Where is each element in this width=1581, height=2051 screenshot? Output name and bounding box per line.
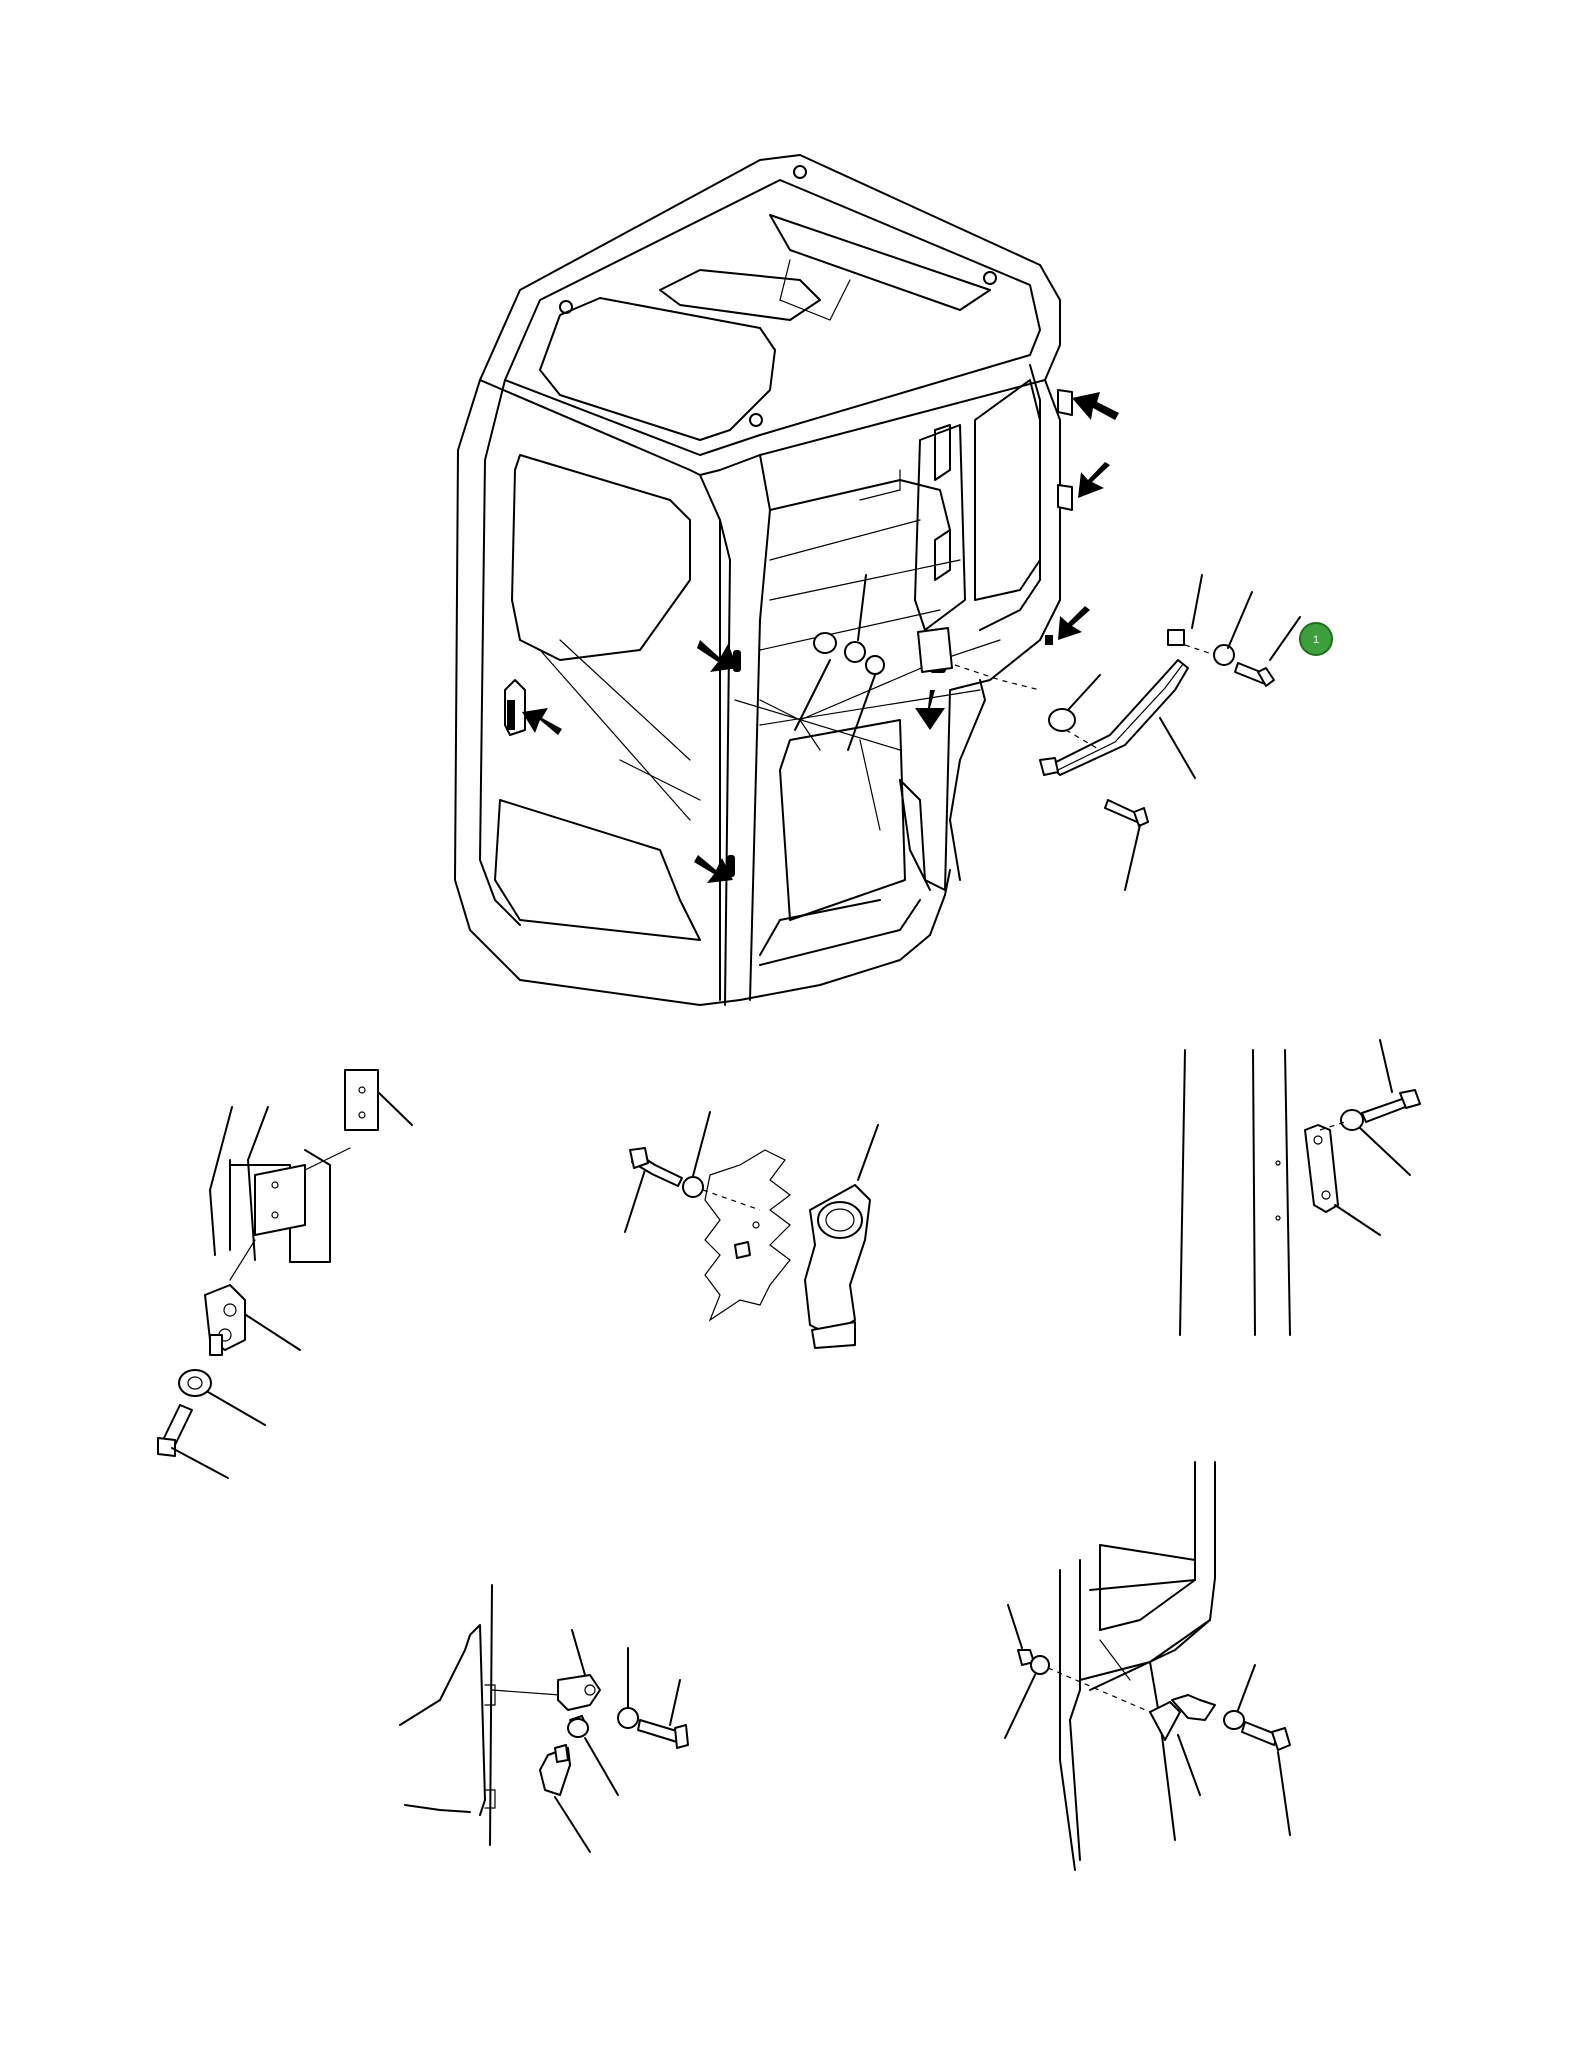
callout-badge-1[interactable]: 1 bbox=[1299, 622, 1333, 656]
door-stay-detail bbox=[1179, 1039, 1421, 1336]
door-lock-detail bbox=[399, 1584, 689, 1853]
cab-assembly bbox=[454, 154, 1301, 1006]
door-hinge-detail bbox=[157, 1069, 413, 1479]
callout-badge-circle bbox=[1299, 622, 1333, 656]
door-catch-detail bbox=[1004, 1461, 1291, 1871]
callout-label: 1 bbox=[1313, 634, 1319, 646]
door-handle-detail bbox=[624, 1111, 879, 1349]
